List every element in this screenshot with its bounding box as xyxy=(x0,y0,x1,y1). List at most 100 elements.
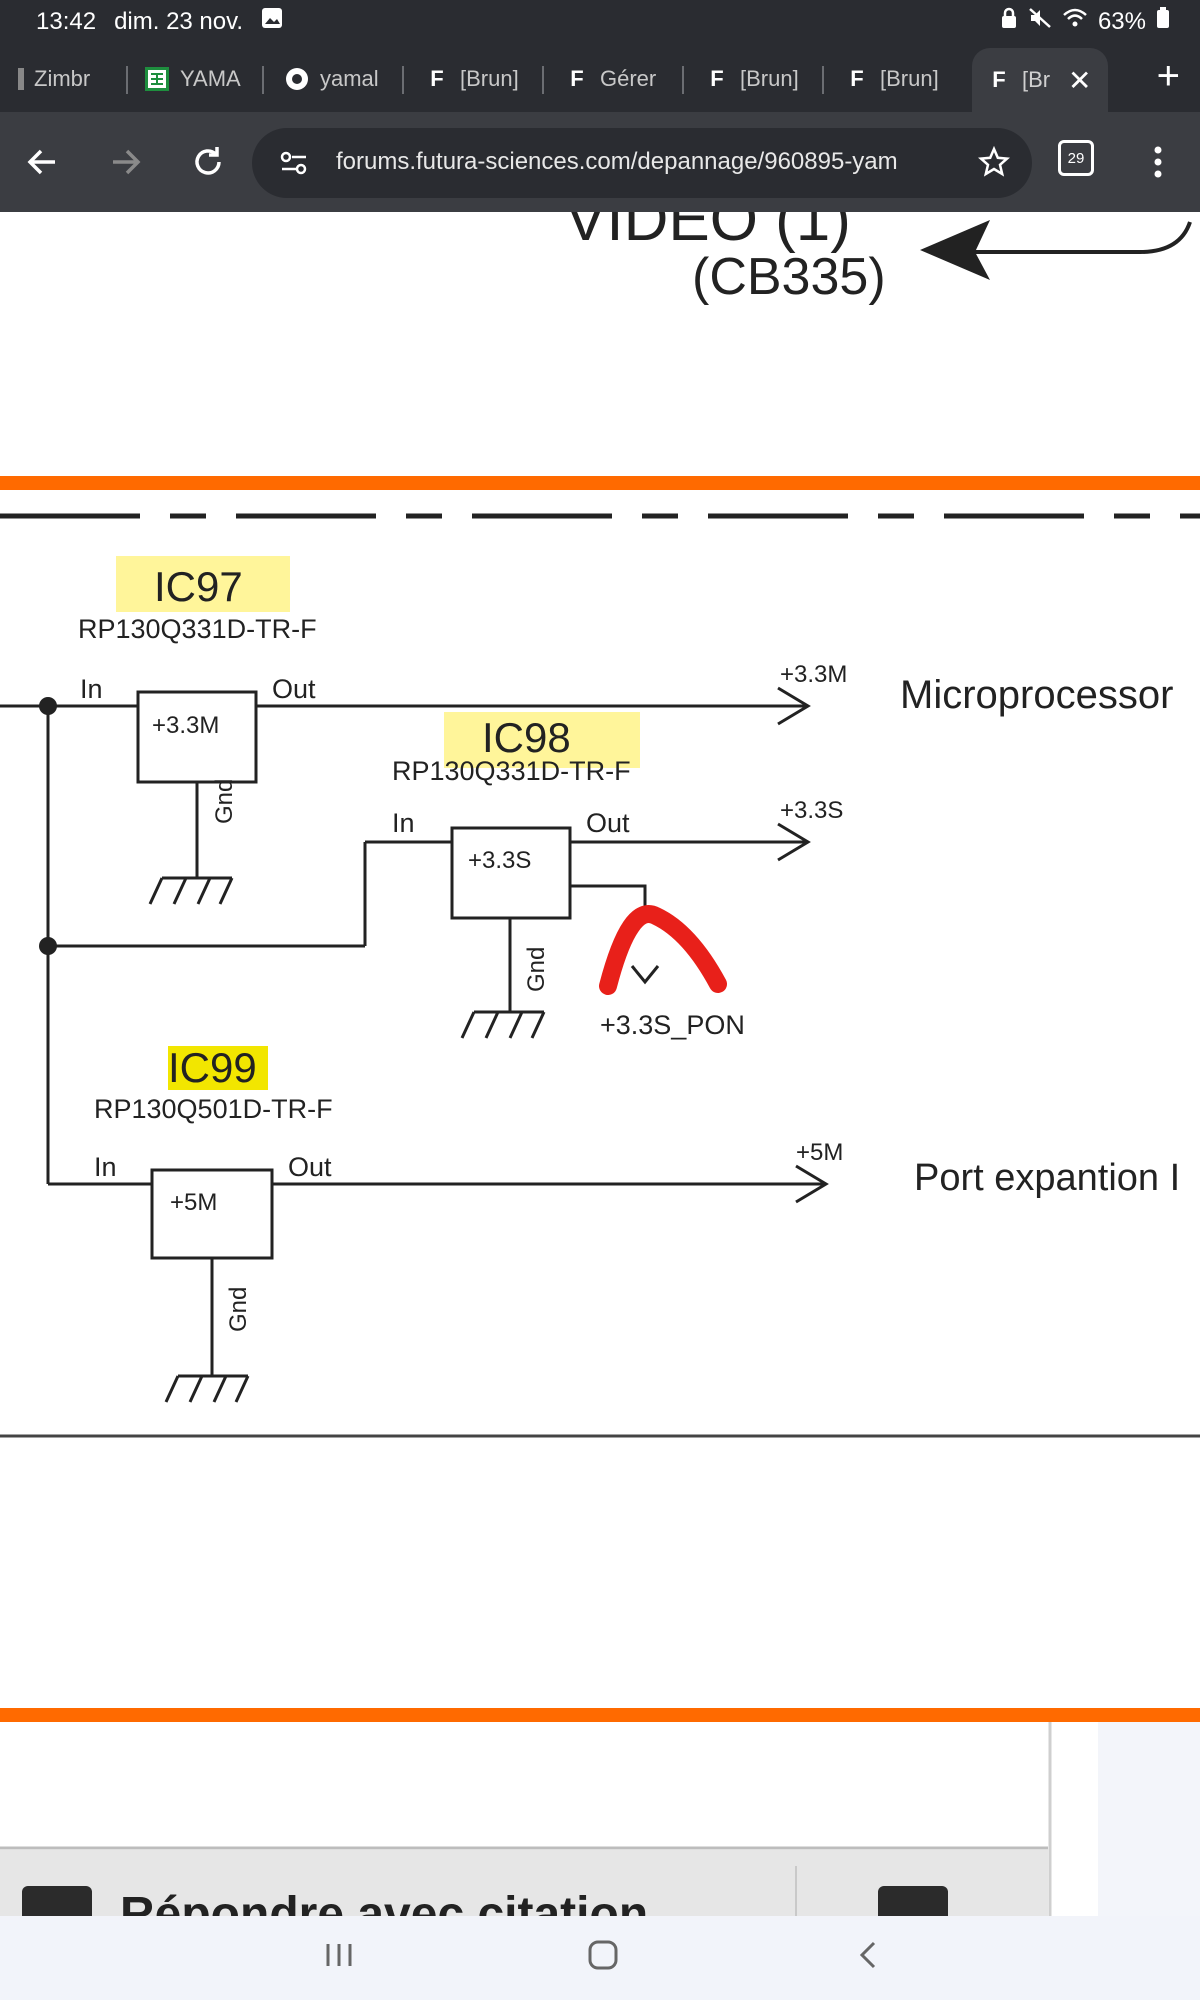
ic98-pon-label: +3.3S_PON xyxy=(600,1010,745,1040)
ic99-in-label: In xyxy=(94,1152,117,1182)
ic99-ground-symbol xyxy=(164,1374,250,1403)
clock: 13:42 xyxy=(36,7,97,35)
video-arrow-line xyxy=(940,221,1192,254)
home-icon[interactable] xyxy=(586,1938,620,1981)
futura-icon: F xyxy=(710,66,724,91)
red-hand-annotation xyxy=(599,905,727,995)
futura-icon: F xyxy=(430,66,444,91)
bookmark-star-icon[interactable] xyxy=(977,145,1011,183)
chrome-icon xyxy=(284,66,310,92)
close-tab-icon[interactable]: ✕ xyxy=(1068,64,1092,96)
ic97-highlight xyxy=(116,556,290,612)
ic97-rail-arrow xyxy=(777,686,811,726)
back-button[interactable] xyxy=(20,140,64,184)
date: dim. 23 nov. xyxy=(114,7,244,35)
tab-label: Gérer xyxy=(600,66,657,91)
video-arrow-head xyxy=(920,220,990,280)
forward-button[interactable] xyxy=(104,140,148,184)
url-text[interactable]: forums.futura-sciences.com/depannage/960… xyxy=(336,148,898,175)
ic98-name: IC98 xyxy=(482,714,571,761)
more-vert-icon xyxy=(1154,146,1162,178)
tab-yamal[interactable]: yamal xyxy=(284,56,404,102)
tab-yama[interactable]: YAMA xyxy=(144,56,264,102)
tab-label: YAMA xyxy=(180,66,241,91)
tab-label: [Brun] xyxy=(880,66,939,91)
lock-icon xyxy=(1000,7,1018,36)
tab-brun-1[interactable]: F [Brun] xyxy=(424,56,544,102)
ic97-ground-symbol xyxy=(148,876,234,905)
reply-bar xyxy=(0,1850,1048,1916)
sheet-icon xyxy=(144,66,170,92)
ic97-part: RP130Q331D-TR-F xyxy=(78,614,317,644)
cb-label: (CB335) xyxy=(692,248,886,306)
tab-separator xyxy=(402,66,404,94)
status-bar: 13:42 dim. 23 nov. 63% xyxy=(0,0,1200,42)
ic98-rail: +3.3S xyxy=(780,797,843,824)
tab-separator xyxy=(542,66,544,94)
ic99-box-label: +5M xyxy=(170,1189,217,1216)
ic98-in-label: In xyxy=(392,808,415,838)
ic99-dest: Port expantion I xyxy=(914,1157,1180,1199)
futura-icon: F xyxy=(850,66,864,91)
ic98-ground-symbol xyxy=(460,1010,546,1039)
wifi-icon xyxy=(1062,7,1088,36)
ic99-name: IC99 xyxy=(168,1044,257,1091)
schematic-image: VIDEO (1) (CB335) IC97 RP130Q331D-TR-F I… xyxy=(0,212,1200,1916)
multi-quote-icon[interactable] xyxy=(878,1886,948,1916)
tab-zimbra[interactable]: Zimbr xyxy=(18,56,128,102)
reply-with-quote-button[interactable]: Répondre avec citation xyxy=(120,1888,648,1916)
battery-icon xyxy=(1156,7,1170,36)
ic97-rail: +3.3M xyxy=(780,661,847,688)
battery-level: 63% xyxy=(1097,7,1146,35)
site-settings-icon[interactable] xyxy=(280,150,308,181)
ic98-pon-wire xyxy=(570,884,647,912)
tab-gerer[interactable]: F Gérer xyxy=(564,56,684,102)
zimbra-icon xyxy=(18,68,24,90)
ic97-name: IC97 xyxy=(154,563,243,610)
page-content[interactable]: VIDEO (1) (CB335) IC97 RP130Q331D-TR-F I… xyxy=(0,212,1200,1916)
tab-label: [Br xyxy=(1022,67,1051,92)
mute-icon xyxy=(1028,7,1052,36)
ic99-box xyxy=(150,1168,274,1260)
ic97-dest: Microprocessor xyxy=(900,673,1173,717)
ic99-rail: +5M xyxy=(796,1139,843,1166)
tab-brun-2[interactable]: F [Brun] xyxy=(704,56,824,102)
ic98-highlight xyxy=(444,712,640,768)
ic99-gnd-label: Gnd xyxy=(225,1287,252,1332)
quote-icon[interactable] xyxy=(22,1886,92,1916)
tab-strip: Zimbr YAMA yamal F [Brun] F Gérer F [Bru… xyxy=(0,42,1200,112)
tab-label: Zimbr xyxy=(34,66,91,91)
video-label: VIDEO (1) xyxy=(565,212,851,254)
tab-separator xyxy=(126,66,128,94)
back-nav-icon[interactable] xyxy=(852,1938,886,1981)
tab-label: [Brun] xyxy=(740,66,799,91)
orange-divider xyxy=(0,476,1200,490)
ic99-out-label: Out xyxy=(288,1152,332,1182)
junction-dot xyxy=(39,697,57,715)
reload-button[interactable] xyxy=(186,140,230,184)
tab-switcher-button[interactable]: 29 xyxy=(1058,140,1094,176)
ic97-box xyxy=(136,690,258,784)
ic98-out-label: Out xyxy=(586,808,630,838)
tab-label: [Brun] xyxy=(460,66,519,91)
new-tab-button[interactable]: + xyxy=(1156,54,1180,98)
tab-separator xyxy=(682,66,684,94)
orange-divider xyxy=(0,1708,1200,1722)
tab-separator xyxy=(262,66,264,94)
tab-brun-3[interactable]: F [Brun] xyxy=(844,56,964,102)
ic98-rail-arrow xyxy=(777,822,811,862)
system-nav-bar xyxy=(0,1916,1200,2000)
ic99-rail-arrow xyxy=(795,1164,829,1204)
arrow-left-icon xyxy=(27,149,55,175)
ic97-gnd-label: Gnd xyxy=(211,779,238,824)
futura-icon: F xyxy=(992,67,1006,92)
address-bar[interactable]: forums.futura-sciences.com/depannage/960… xyxy=(252,128,1032,198)
browser-toolbar: forums.futura-sciences.com/depannage/960… xyxy=(0,112,1200,212)
post-sidebar xyxy=(1098,1722,1200,1916)
menu-button[interactable] xyxy=(1136,140,1180,184)
ic99-highlight xyxy=(168,1046,268,1090)
tab-active[interactable]: F [Br ✕ xyxy=(972,48,1108,112)
ic97-in-label: In xyxy=(80,674,103,704)
recent-apps-icon[interactable] xyxy=(322,1938,356,1981)
ic98-part: RP130Q331D-TR-F xyxy=(392,756,631,786)
